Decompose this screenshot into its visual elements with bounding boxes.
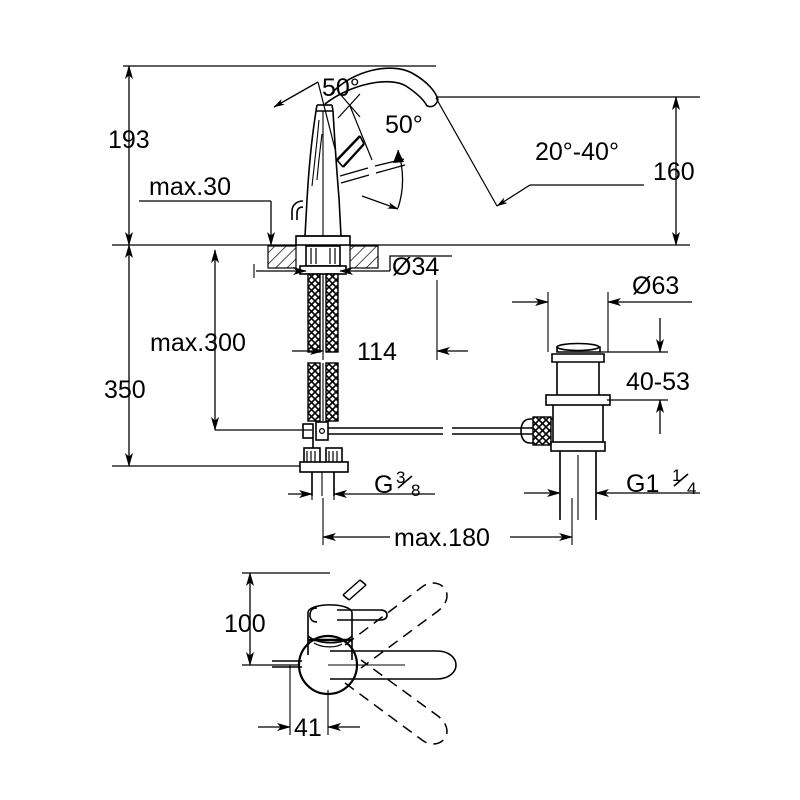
dimension-g114 [524,451,700,510]
spout-inner-curve [324,80,428,107]
drain-seal-washer [545,394,611,406]
column-neck-sides [315,104,334,112]
drain-flange [551,353,605,363]
angle-50-up-leader [273,81,319,108]
dim-4053-label: 40-53 [626,368,690,396]
plan-body-mid [307,635,353,644]
supply-hose-right-lower [325,362,339,422]
mounting-nut [299,265,347,275]
dim-g38-denominator: 8 [411,481,420,500]
dimension-114 [292,277,468,360]
drain-side-boss-cap [520,418,531,444]
dim-dia34-label: Ø34 [392,253,439,281]
angle-50-side-label: 50° [385,111,423,139]
dimension-dia63 [512,292,692,352]
dim-max30-label: max.30 [149,173,231,201]
dim-160-label: 160 [653,158,695,186]
angle-50-up-label: 50° [322,74,360,102]
dimension-max300 [211,249,312,431]
dim-193-label: 193 [108,126,150,154]
dim-350-label: 350 [104,376,146,404]
plan-lever-solid [330,650,457,680]
drain-waste-assembly [520,342,611,520]
column-right-profile [332,110,342,237]
angle-spray-leader-diag [496,184,531,207]
angle-lever-up-callout [273,81,336,150]
lever-raised-arm-2 [342,143,365,168]
lever-raised-arm [336,135,361,161]
base-flange [295,235,351,246]
column-inner-hint-1 [311,119,320,187]
angle-50-side-cross-2 [337,93,361,119]
dim-dia63-label: Ø63 [632,272,679,300]
angle-50-up-ray [317,81,336,150]
linkage-clevis [302,423,314,439]
supply-connectors [299,447,349,496]
angle-50-side-arrow-bottom [361,195,399,210]
drain-knurled-nut [532,416,552,446]
angle-spray-label: 20°-40° [535,138,619,166]
extension-lines [112,65,700,467]
dim-max300-label: max.300 [150,329,246,357]
dim-dia34-leader [389,255,452,271]
dim-100-label: 100 [224,610,266,638]
faucet-body [291,67,439,246]
dimension-40-53 [600,318,668,434]
angle-spray-range-callout [435,97,644,207]
angle-50-side-arc-arrow-top [393,150,404,163]
dimension-max180 [322,498,573,545]
lever-handle-side-inner [296,206,304,220]
supply-hose-right-upper [325,273,339,353]
deck-slab-right [349,245,379,269]
angle-50-side-ray [349,105,373,161]
dim-g114-frac-bar [673,473,689,487]
dim-g114-numerator: 1 [672,466,681,485]
linkage-pivot [319,428,326,435]
dim-41-label: 41 [294,714,322,742]
dim-g38-label: G [374,471,393,499]
column-inner-hint-2 [316,133,323,181]
front-elevation-view [112,65,700,496]
supply-hose-left-lower [307,362,321,422]
lever-raised-tip [359,135,365,145]
plan-body-mid-detail [313,642,343,648]
plan-lever-raised-2 [348,584,367,601]
plan-lever-raised-ends [342,579,367,601]
dim-max180-label: max.180 [394,524,490,552]
deck-mounting-assembly [267,245,379,422]
connector-threads [306,451,338,463]
dim-g38-frac-bar [397,475,413,489]
deck-slab-left [267,245,297,269]
plan-pin-handle [337,609,388,621]
drain-body-sides [556,362,600,395]
angle-lever-side-callout [337,93,404,210]
dim-g114-denominator: 4 [687,479,696,498]
lever-raised-cap [336,159,344,168]
top-plan-view [272,579,457,745]
drain-cap-top [556,342,600,352]
dimension-max30 [139,200,275,246]
dim-g38-numerator: 3 [396,468,405,487]
dimension-plan-41 [258,665,360,735]
dimension-g38 [288,472,435,500]
plan-left-tab [309,607,318,623]
supply-hose-left-upper [307,273,321,353]
connector-flange [299,461,349,473]
spout-outer-curve [330,67,439,101]
column-left-profile [304,110,317,237]
plan-lever-raised-1 [342,579,361,596]
dim-g114-label: G1 [626,470,659,498]
drain-lower-body-sides [552,405,604,442]
drain-bottom-collar [550,441,606,452]
lever-handle-side [291,200,304,220]
pop-up-linkage [302,421,535,448]
dim-114-label: 114 [357,338,397,366]
lever-horizontal-position [339,158,406,184]
angle-spray-ray [435,97,498,207]
dimension-dia34 [253,255,452,278]
